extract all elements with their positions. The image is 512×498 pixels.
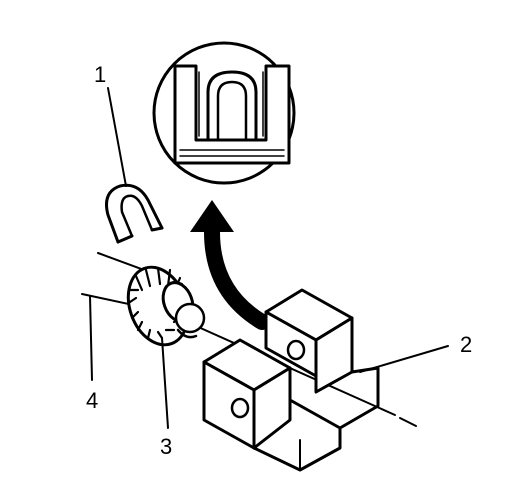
detail-arrow — [190, 200, 270, 330]
detail-bracket-profile — [173, 64, 291, 165]
callout-1: 1 — [94, 62, 106, 87]
leader-3 — [161, 337, 169, 429]
callout-4: 4 — [86, 388, 98, 413]
pinion-gear — [126, 265, 206, 347]
leader-4 — [89, 295, 93, 381]
leader-2 — [359, 345, 449, 373]
leader-1 — [107, 87, 127, 187]
leader-lines — [89, 87, 449, 429]
detail-view — [152, 41, 296, 185]
mounting-bracket — [202, 288, 380, 472]
callout-3: 3 — [160, 434, 172, 459]
retainer-clip — [105, 183, 164, 244]
callout-2: 2 — [460, 332, 472, 357]
